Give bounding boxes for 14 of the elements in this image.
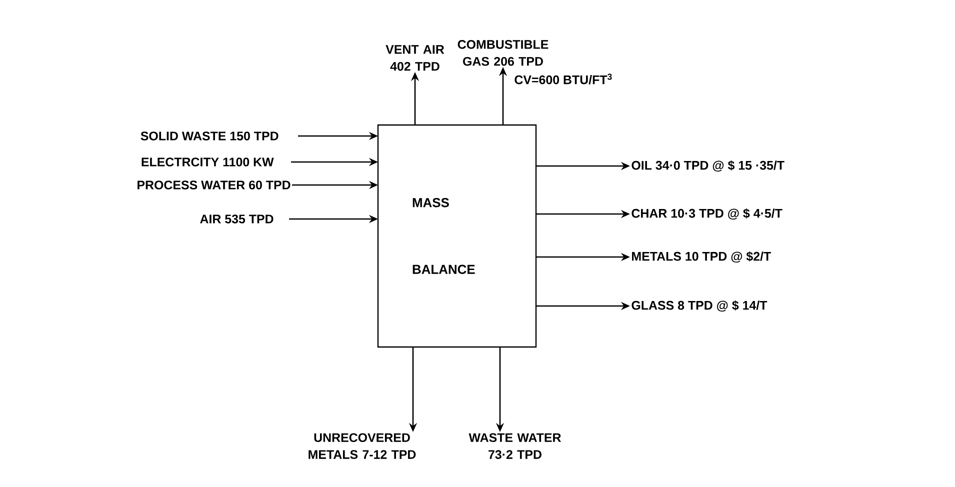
process-box: MASS BALANCE (377, 124, 537, 348)
stream-label: GLASS 8 TPD @ $ 14/T (632, 300, 768, 312)
stream-label: SOLID WASTE 150 TPD (140, 132, 278, 140)
stream-label: METALS 10 TPD @ $2/T (632, 251, 771, 263)
stream-label: WASTE WATER 73·2 TPD (468, 433, 561, 459)
stream-label: ELECTRCITY 1100 KW (142, 158, 274, 166)
stream-label: VENT AIR 402 TPD (386, 45, 444, 71)
note-text: CV=600 BTU/FT$^{3}$ (514, 74, 612, 84)
stream-label: CHAR 10·3 TPD @ $ 4·5/T (632, 208, 782, 220)
stream-label: COMBUSTIBLE GAS 206 TPD (458, 40, 548, 66)
stream-label: PROCESS WATER 60 TPD (138, 180, 290, 190)
stream-label: UNRECOVERED METALS 7-12 TPD (308, 433, 416, 459)
stream-label: AIR 535 TPD (200, 214, 274, 224)
stream-label: OIL 34·0 TPD @ $ 15 ·35/T (632, 160, 784, 172)
